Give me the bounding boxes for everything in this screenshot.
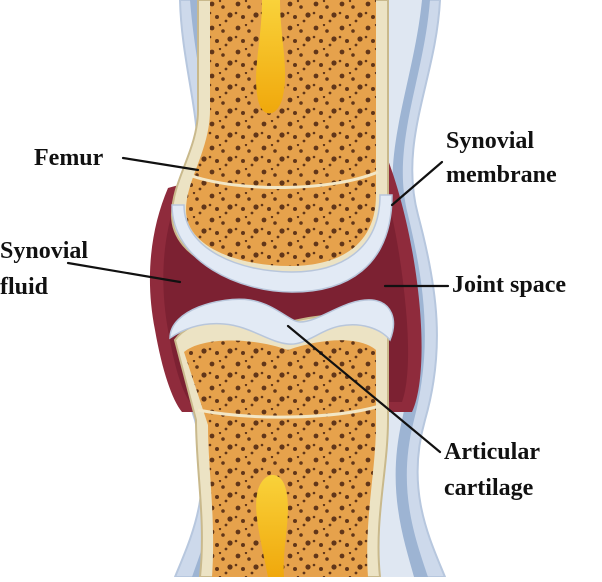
synovial-membrane-leader-line [390,160,444,207]
femur-marrow-cavity [256,0,286,114]
articular-cartilage-label-line2: cartilage [444,475,534,501]
tibia-pores [184,340,376,577]
synovial-membrane-label-line2: membrane [446,162,557,188]
synovial-fluid-leader-line [66,261,182,284]
tibia-articular-cartilage [169,298,395,345]
tibia-growth-line [197,404,381,419]
articular-cartilage-leader-line [286,324,442,454]
synovial-fluid-label-line2: fluid [0,274,49,300]
tibia-marrow-cavity [256,475,288,577]
femur-label: Femur [34,145,104,171]
articular-cartilage-label-line1: Articular [444,439,540,465]
femur-growth-line [191,170,379,189]
synovial-fluid-label-line1: Synovial [0,238,89,264]
femur-leader-line [121,156,200,172]
joint-space-label: Joint space [452,272,566,298]
femur-pores [186,0,376,266]
femur-articular-cartilage [171,194,393,293]
synovial-membrane-label-line1: Synovial [446,128,535,154]
